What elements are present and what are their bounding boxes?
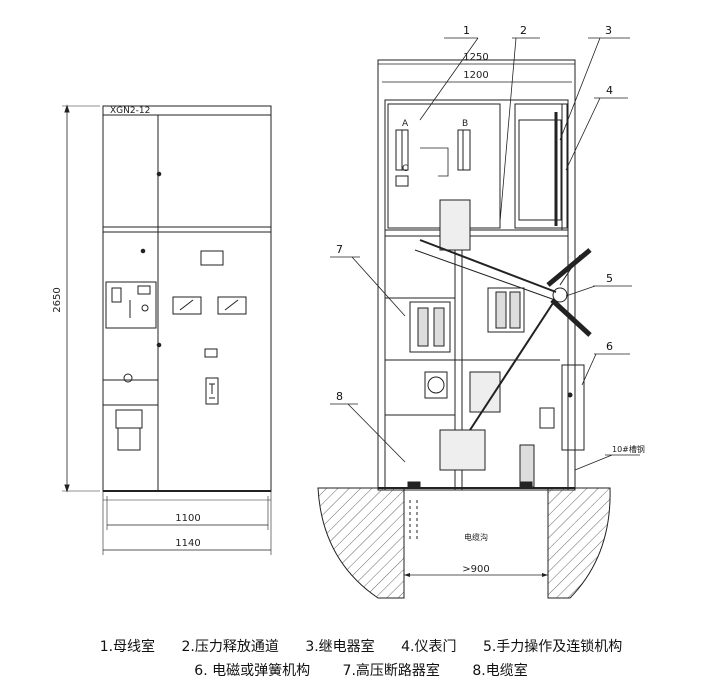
callout-3: 3 xyxy=(605,24,612,37)
section-top-dim-inner: 1200 xyxy=(463,70,488,81)
legend-item-2: 2.压力释放通道 xyxy=(181,639,279,655)
meter-right xyxy=(217,296,247,315)
relay-panel xyxy=(105,281,157,329)
front-height-dim: 2650 xyxy=(52,287,63,312)
cabinet-diagram: XGN2-12 2650 1100 1140 xyxy=(52,24,645,599)
cable-box xyxy=(115,409,143,429)
callout-leaders xyxy=(330,37,640,471)
relay-chamber xyxy=(514,103,568,229)
phase-label-c: C xyxy=(402,164,408,174)
phase-label-b: B xyxy=(462,119,468,129)
handle-plate xyxy=(205,377,219,405)
front-width-inner-dim: 1100 xyxy=(175,513,200,524)
trench-width-dim: >900 xyxy=(462,564,489,575)
callout-4: 4 xyxy=(606,84,613,97)
indicator-window xyxy=(200,250,224,266)
legend-item-5: 5.手力操作及连锁机构 xyxy=(482,639,623,655)
callout-5: 5 xyxy=(606,272,613,285)
selector-switch xyxy=(111,287,122,303)
legend-item-1: 1.母线室 xyxy=(99,639,156,655)
legend-item-6: 6. 电磁或弹簧机构 xyxy=(194,663,311,679)
legend-item-3: 3.继电器室 xyxy=(305,639,375,655)
callout-7: 7 xyxy=(336,243,343,256)
callout-2: 2 xyxy=(520,24,527,37)
small-indicator xyxy=(204,348,218,358)
phase-label-a: A xyxy=(402,119,409,129)
section-view xyxy=(377,59,592,491)
legend-item-8: 8.电缆室 xyxy=(472,663,528,679)
breaker-assembly xyxy=(409,199,555,488)
callout-1: 1 xyxy=(463,24,470,37)
legend-item-4: 4.仪表门 xyxy=(401,639,457,655)
legend-row-2: 6. 电磁或弹簧机构 7.高压断路器室 8.电缆室 xyxy=(0,660,722,680)
section-top-dim-outer: 1250 xyxy=(463,52,488,63)
ground-note: 10#槽钢 xyxy=(612,444,645,454)
front-model-label: XGN2-12 xyxy=(110,106,150,116)
legend-row-1: 1.母线室 2.压力释放通道 3.继电器室 4.仪表门 5.手力操作及连锁机构 xyxy=(0,636,722,656)
callout-6: 6 xyxy=(606,340,613,353)
foundation xyxy=(317,487,611,599)
meter-left xyxy=(172,296,202,315)
manual-handle xyxy=(546,248,592,337)
front-width-outer-dim: 1140 xyxy=(175,538,200,549)
knob-icon xyxy=(123,373,133,383)
mechanism-box xyxy=(561,364,585,451)
callout-8: 8 xyxy=(336,390,343,403)
front-view xyxy=(62,104,272,555)
trench-label: 电缆沟 xyxy=(464,532,488,542)
legend-item-7: 7.高压断路器室 xyxy=(342,663,440,679)
